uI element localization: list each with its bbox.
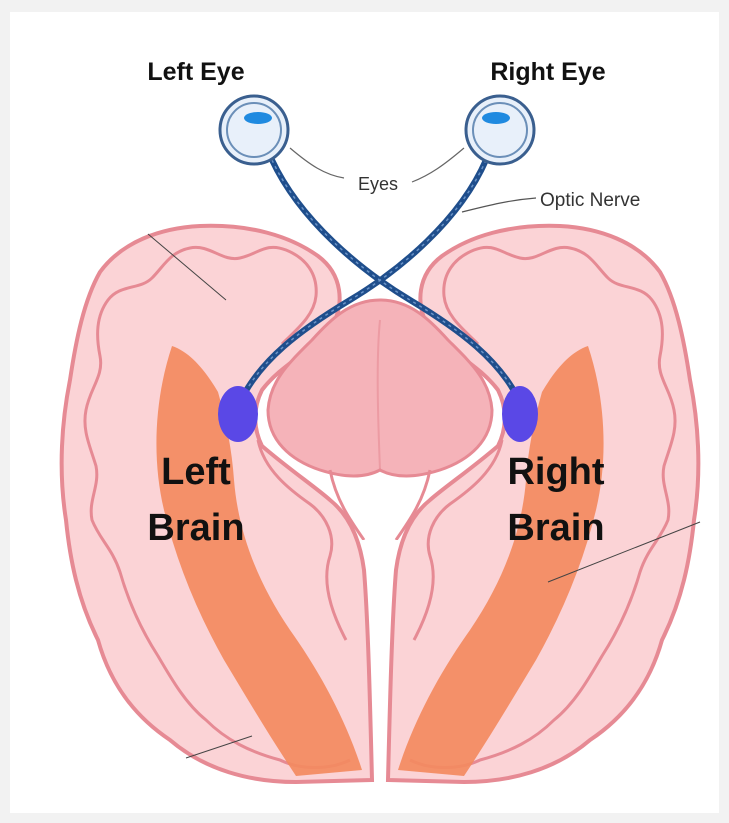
right-eye-pupil xyxy=(482,112,510,124)
right-brain-label-line2: Brain xyxy=(507,507,604,549)
diagram-frame: Left Eye Right Eye Eyes Optic Nerve Left… xyxy=(10,12,719,813)
right-hemisphere xyxy=(388,226,698,782)
optic-nerve-label: Optic Nerve xyxy=(540,190,640,211)
brain-vision-diagram: Left Eye Right Eye Eyes Optic Nerve Left… xyxy=(10,12,719,813)
optic-nerve-leader xyxy=(462,198,536,212)
eyes-leader-left xyxy=(290,148,344,178)
right-eye-label: Right Eye xyxy=(490,58,605,86)
left-brain-label-line2: Brain xyxy=(147,507,244,549)
right-nucleus xyxy=(502,386,538,442)
eyes-label: Eyes xyxy=(358,174,398,194)
right-brain-label-line1: Right xyxy=(507,451,604,493)
left-eye-label: Left Eye xyxy=(147,58,244,86)
left-brain-label-line1: Left xyxy=(161,451,231,493)
left-eyeball xyxy=(220,96,288,164)
eyes-leader-right xyxy=(412,148,464,182)
left-nucleus xyxy=(218,386,258,442)
left-hemisphere xyxy=(62,226,372,782)
left-eye-pupil xyxy=(244,112,272,124)
right-eyeball xyxy=(466,96,534,164)
